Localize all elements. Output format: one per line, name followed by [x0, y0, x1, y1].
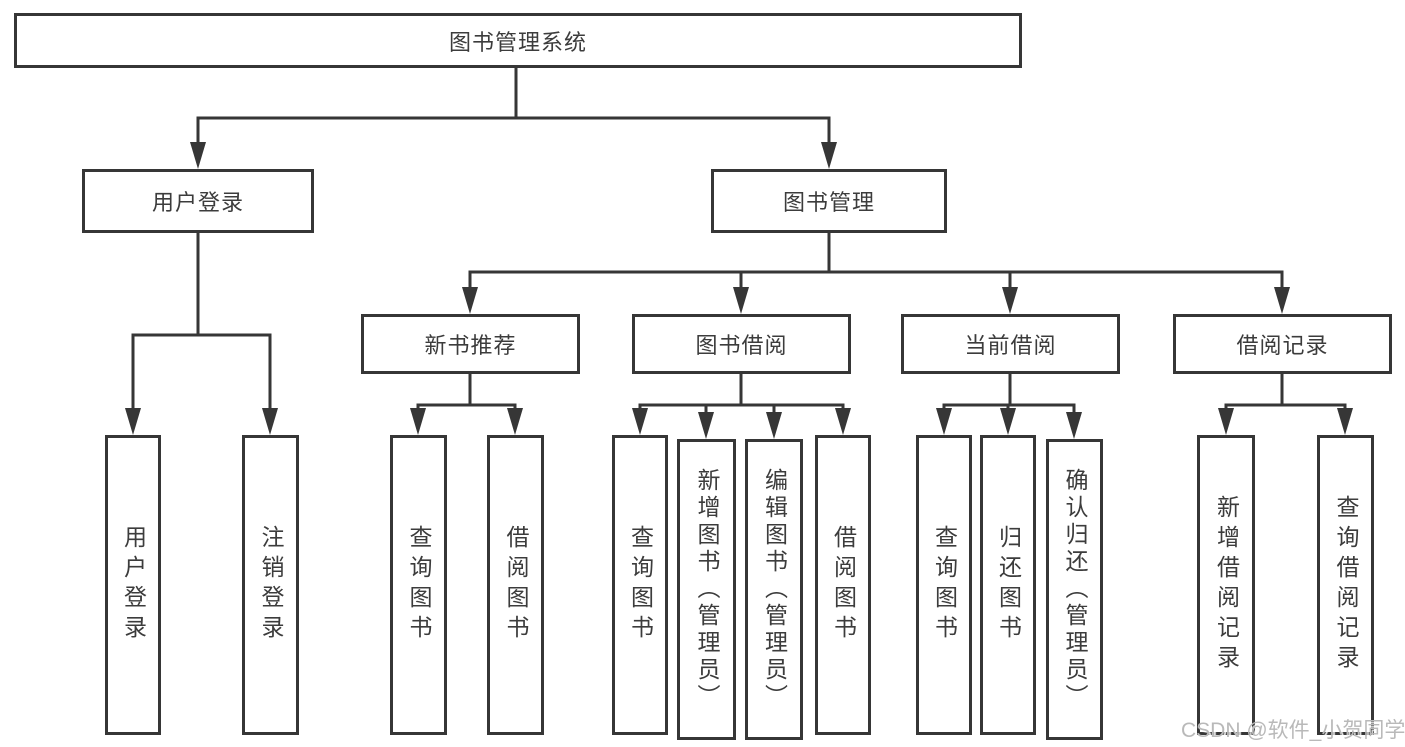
leaf-query-books-2: 查询图书 [612, 435, 668, 735]
arrow-down-icon [835, 408, 851, 435]
leaf-query-borrow-record: 查询借阅记录 [1317, 435, 1374, 735]
arrow-down-icon [1002, 287, 1018, 314]
node-current-borrow: 当前借阅 [901, 314, 1120, 374]
node-label: 图书管理 [782, 190, 875, 215]
node-label: 图书管理系统 [448, 29, 587, 55]
node-label: 编辑图书（管理员） [761, 468, 788, 711]
arrow-down-icon [936, 408, 952, 435]
node-label: 图书借阅 [695, 333, 788, 358]
node-borrow-records: 借阅记录 [1173, 314, 1392, 374]
node-label: 借阅图书 [830, 525, 857, 645]
leaf-user-login: 用户登录 [105, 435, 161, 735]
node-label: 查询图书 [627, 525, 654, 645]
node-label: 用户登录 [120, 525, 147, 645]
arrow-down-icon [821, 142, 837, 169]
arrow-down-icon [1274, 287, 1290, 314]
arrow-down-icon [262, 408, 278, 435]
node-label: 新增图书（管理员） [694, 468, 720, 711]
node-label: 查询图书 [931, 525, 958, 645]
node-user-login: 用户登录 [82, 169, 314, 233]
edge-user-login-children [131, 231, 272, 414]
node-label: 新增借阅记录 [1213, 495, 1240, 675]
leaf-query-books-1: 查询图书 [390, 435, 447, 735]
edge-book-mgmt-children [468, 231, 1284, 293]
leaf-add-books-admin: 新增图书（管理员） [677, 439, 736, 740]
arrow-down-icon [125, 408, 141, 435]
arrow-down-icon [462, 287, 478, 314]
node-label: 新书推荐 [424, 333, 517, 358]
leaf-borrow-books-2: 借阅图书 [815, 435, 871, 735]
node-label: 归还图书 [995, 525, 1022, 645]
leaf-return-books: 归还图书 [980, 435, 1036, 735]
arrow-down-icon [1218, 408, 1234, 435]
node-label: 确认归还（管理员） [1062, 468, 1088, 711]
edge-book-borrow-children [638, 372, 845, 418]
csdn-watermark: CSDN @软件_小贺同学 [1181, 719, 1405, 742]
node-label: 借阅图书 [503, 525, 529, 645]
leaf-query-books-3: 查询图书 [916, 435, 972, 735]
node-label: 注销登录 [258, 525, 284, 645]
arrow-down-icon [733, 287, 749, 314]
arrow-down-icon [632, 408, 648, 435]
leaf-logout: 注销登录 [242, 435, 299, 735]
arrow-down-icon [1337, 408, 1353, 435]
edge-borrow-records-children [1224, 372, 1347, 414]
leaf-confirm-return-admin: 确认归还（管理员） [1046, 439, 1103, 740]
edge-root-to-level2 [196, 66, 831, 148]
node-label: 查询借阅记录 [1333, 495, 1359, 675]
arrow-down-icon [410, 408, 426, 435]
arrow-down-icon [507, 408, 523, 435]
edge-new-book-children [416, 372, 517, 414]
node-label: 当前借阅 [964, 333, 1057, 358]
arrow-down-icon [698, 412, 714, 439]
node-book-management: 图书管理 [711, 169, 947, 233]
node-root-system: 图书管理系统 [14, 13, 1022, 68]
arrow-down-icon [766, 412, 782, 439]
node-label: 查询图书 [406, 525, 432, 645]
edge-current-borrow-children [942, 372, 1076, 418]
leaf-edit-books-admin: 编辑图书（管理员） [745, 439, 803, 740]
leaf-add-borrow-record: 新增借阅记录 [1197, 435, 1255, 735]
leaf-borrow-books-1: 借阅图书 [487, 435, 544, 735]
node-label: 借阅记录 [1236, 333, 1329, 358]
arrow-down-icon [1000, 408, 1016, 435]
arrow-down-icon [190, 142, 206, 169]
node-label: 用户登录 [151, 190, 244, 215]
node-book-borrow: 图书借阅 [632, 314, 851, 374]
node-new-book-recommend: 新书推荐 [361, 314, 580, 374]
arrow-down-icon [1066, 412, 1082, 439]
